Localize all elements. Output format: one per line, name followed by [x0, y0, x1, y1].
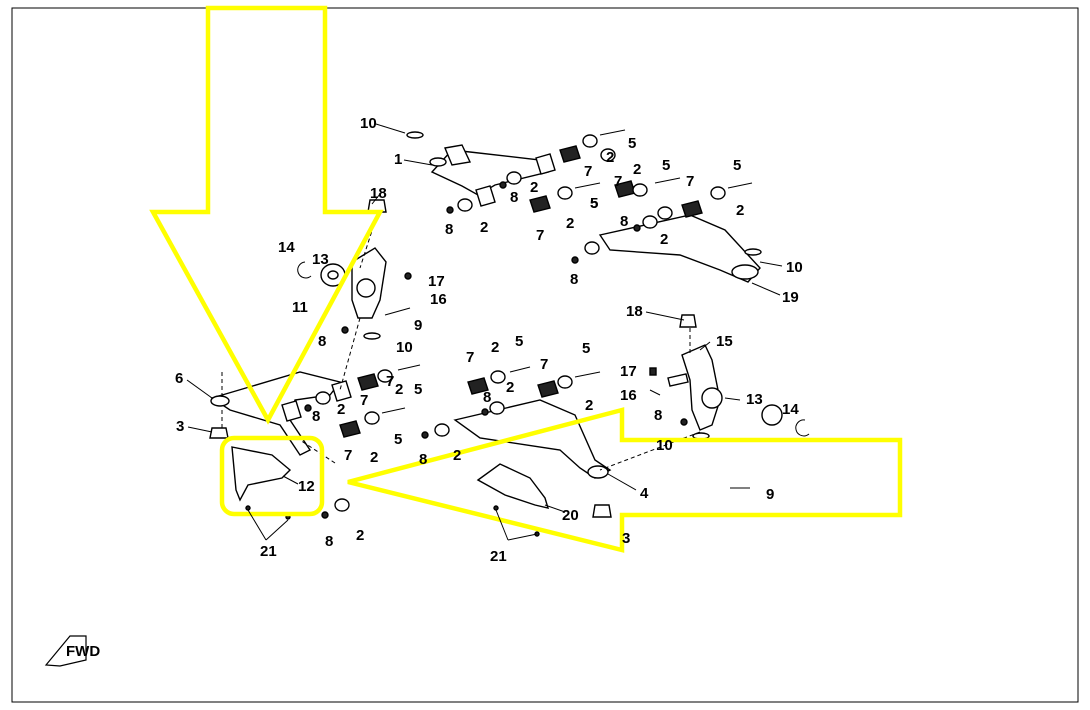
callout-5: 5	[628, 135, 636, 152]
callout-21: 21	[490, 548, 507, 565]
callout-12: 12	[298, 478, 315, 495]
fwd-arrow-icon: FWD	[44, 635, 100, 667]
callout-10: 10	[656, 437, 673, 454]
callout-11: 11	[292, 299, 308, 316]
callout-8: 8	[318, 333, 326, 350]
callout-10: 10	[360, 115, 377, 132]
lower-a-arm-right	[453, 399, 612, 518]
callout-10: 10	[786, 259, 803, 276]
callout-2: 2	[337, 401, 345, 418]
callout-2: 2	[480, 219, 488, 236]
callout-8: 8	[419, 451, 427, 468]
page-border	[11, 7, 1079, 703]
callout-5: 5	[414, 381, 422, 398]
callout-13: 13	[746, 391, 763, 408]
callout-16: 16	[430, 291, 447, 308]
callout-8: 8	[620, 213, 628, 230]
callout-18: 18	[370, 185, 387, 202]
callout-8: 8	[325, 533, 333, 550]
skid-plate-left	[231, 446, 292, 520]
callout-8: 8	[445, 221, 453, 238]
callout-8: 8	[483, 389, 491, 406]
callouts: 10 1 5 2 7 2 5 8 2 7 2 5 8 7 2 5 7 5 2 8…	[175, 115, 803, 565]
callout-14: 14	[782, 401, 799, 418]
callout-3: 3	[622, 530, 630, 547]
callout-18: 18	[626, 303, 643, 320]
callout-14: 14	[278, 239, 295, 256]
callout-2: 2	[395, 381, 403, 398]
callout-7: 7	[466, 349, 474, 366]
callout-17: 17	[428, 273, 445, 290]
callout-8: 8	[570, 271, 578, 288]
callout-9: 9	[766, 486, 774, 503]
callout-1: 1	[394, 151, 402, 168]
callout-21: 21	[260, 543, 277, 560]
highlight-box-part-12	[219, 435, 325, 517]
callout-8: 8	[654, 407, 662, 424]
highlight-arrow-left	[347, 407, 903, 553]
callout-20: 20	[562, 507, 579, 524]
callout-8: 8	[312, 408, 320, 425]
callout-17: 17	[620, 363, 637, 380]
callout-7: 7	[614, 173, 622, 190]
lower-hardware-right	[421, 366, 601, 439]
callout-2: 2	[530, 179, 538, 196]
callout-5: 5	[590, 195, 598, 212]
callout-7: 7	[686, 173, 694, 190]
callout-4: 4	[640, 485, 649, 502]
callout-9: 9	[414, 317, 422, 334]
callout-2: 2	[736, 202, 744, 219]
callout-2: 2	[356, 527, 364, 544]
callout-2: 2	[585, 397, 593, 414]
callout-7: 7	[344, 447, 352, 464]
callout-2: 2	[566, 215, 574, 232]
callout-6: 6	[175, 370, 183, 387]
callout-5: 5	[394, 431, 402, 448]
callout-7: 7	[360, 392, 368, 409]
callout-2: 2	[633, 161, 641, 178]
upper-hardware	[406, 129, 762, 264]
callout-2: 2	[453, 447, 461, 464]
callout-19: 19	[782, 289, 799, 306]
fwd-label: FWD	[66, 643, 100, 660]
callout-15: 15	[716, 333, 733, 350]
callout-5: 5	[582, 340, 590, 357]
callout-7: 7	[386, 373, 394, 390]
callout-2: 2	[491, 339, 499, 356]
steering-knuckle-right	[649, 344, 810, 489]
callout-2: 2	[370, 449, 378, 466]
callout-2: 2	[606, 149, 614, 166]
callout-7: 7	[540, 356, 548, 373]
lower-hardware-left	[281, 364, 421, 519]
callout-2: 2	[660, 231, 668, 248]
callout-3: 3	[176, 418, 184, 435]
callout-5: 5	[590, 195, 598, 212]
callout-5: 5	[515, 333, 523, 350]
callout-10: 10	[396, 339, 413, 356]
callout-2: 2	[506, 379, 514, 396]
upper-a-arm-right	[598, 214, 761, 283]
callout-leaders	[186, 123, 783, 541]
callout-13: 13	[312, 251, 329, 268]
skid-plate-right	[476, 463, 550, 537]
callout-5: 5	[662, 157, 670, 174]
callout-7: 7	[536, 227, 544, 244]
callout-16: 16	[620, 387, 637, 404]
callout-8: 8	[510, 189, 518, 206]
highlight-arrow-down	[149, 5, 384, 425]
upper-a-arm-left	[429, 144, 550, 196]
callout-7: 7	[584, 163, 592, 180]
callout-5: 5	[733, 157, 741, 174]
